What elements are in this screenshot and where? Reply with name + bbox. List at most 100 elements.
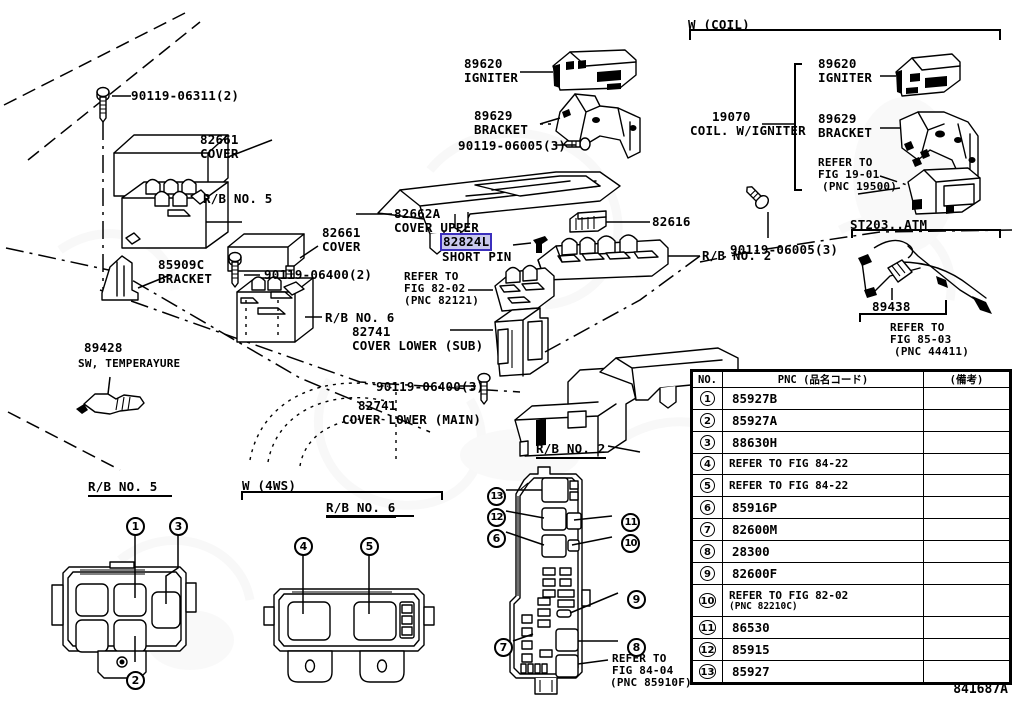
callout-12[interactable]: 12: [487, 508, 506, 527]
cell-pnc: 85927A: [722, 408, 924, 432]
cell-remark: [923, 496, 1010, 520]
label-89629-center-number: 89629: [474, 108, 513, 123]
label-refer-1901-line3: (PNC 19500): [822, 180, 898, 193]
header-no: NO.: [692, 371, 723, 388]
cell-pnc: REFER TO FIG 84-22: [722, 474, 924, 498]
label-82741-main-name: COVER LOWER (MAIN): [342, 412, 482, 427]
label-82661-cover-b-number: 82661: [322, 225, 361, 240]
callout-11[interactable]: 11: [621, 513, 640, 532]
callout-9[interactable]: 9: [627, 590, 646, 609]
table-row: 8 28300: [692, 539, 1010, 563]
bolt-90119-06005-3-center: [563, 137, 591, 151]
callout-2[interactable]: 2: [126, 671, 145, 690]
table-row: 11 86530: [692, 616, 1010, 640]
cell-remark: [923, 638, 1010, 662]
circled-number: 1: [700, 390, 715, 406]
label-bolt-90119-06005-3-right: 90119-06005(3): [730, 242, 839, 257]
label-85909c-name: BRACKET: [158, 271, 213, 286]
label-82662a-name: COVER UPPER: [394, 220, 479, 235]
cell-no: 6: [692, 496, 723, 520]
callout-6[interactable]: 6: [487, 529, 506, 548]
label-rb-no6: R/B NO. 6: [325, 310, 395, 325]
circled-number: 8: [700, 543, 715, 559]
callout-8[interactable]: 8: [627, 638, 646, 657]
circled-number: 4: [700, 456, 715, 472]
part-89620-igniter-right: [895, 53, 961, 97]
label-82824l-number-highlighted[interactable]: 82824L: [439, 233, 493, 251]
label-89428-number: 89428: [84, 340, 123, 355]
label-refer-8404-line3: (PNC 85910F): [610, 676, 692, 689]
part-89629-bracket-right: [899, 111, 979, 183]
part-rb-no2-cluster: [537, 234, 669, 281]
cell-remark: [923, 452, 1010, 476]
label-19070-name: COIL. W/IGNITER: [690, 123, 806, 138]
callout-7[interactable]: 7: [494, 638, 513, 657]
cell-pnc: 82600M: [722, 518, 924, 541]
cell-no: 2: [692, 408, 723, 432]
panel-rb-no6: [263, 588, 435, 683]
circled-number: 11: [698, 620, 717, 636]
cell-no: 3: [692, 430, 723, 454]
cell-pnc: REFER TO FIG 84-22: [722, 452, 924, 476]
cell-no: 5: [692, 474, 723, 498]
label-89620-right-name: IGNITER: [818, 70, 873, 85]
label-bolt-90119-06005-3-center: 90119-06005(3): [458, 138, 567, 153]
callout-4[interactable]: 4: [294, 537, 313, 556]
cell-remark: [923, 660, 1010, 683]
label-19070-number: 19070: [712, 109, 751, 124]
label-rb-no2-upper: R/B NO. 2: [702, 248, 772, 263]
label-bolt-90119-06400-3: 90119-06400(3): [376, 379, 485, 394]
label-89629-right-number: 89629: [818, 111, 857, 126]
bolt-90119-06400-2: [228, 251, 242, 288]
callout-1[interactable]: 1: [126, 517, 145, 536]
cell-no: 4: [692, 452, 723, 476]
callout-3[interactable]: 3: [169, 517, 188, 536]
callout-13[interactable]: 13: [487, 487, 506, 506]
label-rb-no5: R/B NO. 5: [203, 191, 273, 206]
table-row: 2 85927A: [692, 408, 1010, 432]
cell-pnc: 86530: [722, 616, 924, 640]
header-pnc: PNC (品名コード): [722, 371, 924, 388]
circled-number: 9: [700, 565, 715, 581]
callout-5[interactable]: 5: [360, 537, 379, 556]
label-89438: 89438: [872, 299, 911, 314]
cell-no: 7: [692, 518, 723, 541]
part-85909c-bracket: [101, 255, 139, 301]
label-82661-cover-b-name: COVER: [322, 239, 361, 254]
circled-number: 2: [700, 412, 715, 428]
label-bolt-90119-06400-2: 90119-06400(2): [264, 267, 373, 282]
label-rb5-panel-title: R/B NO. 5: [88, 480, 158, 497]
callout-10[interactable]: 10: [621, 534, 640, 553]
cell-remark: [923, 474, 1010, 498]
cell-pnc: 28300: [722, 539, 924, 563]
label-89620-right-number: 89620: [818, 56, 857, 71]
cell-remark: [923, 408, 1010, 432]
bolt-90119-06005-3-right: [746, 186, 769, 209]
label-82741-sub-number: 82741: [352, 324, 391, 339]
cell-remark: [923, 387, 1010, 410]
table-row: 4 REFER TO FIG 84-22: [692, 452, 1010, 476]
part-89629-bracket-center: [555, 93, 641, 159]
part-ignition-coil: [907, 167, 981, 215]
label-82824l-name: SHORT PIN: [442, 249, 512, 264]
cell-no: 12: [692, 638, 723, 662]
circled-number: 3: [700, 434, 715, 450]
figure-id: 841687A: [953, 682, 1008, 697]
label-refer-8503-line2: FIG 85-03: [890, 333, 952, 346]
cell-no: 10: [692, 583, 723, 618]
label-82616: 82616: [652, 214, 691, 229]
label-refer-8202-line3: (PNC 82121): [404, 294, 480, 307]
circled-number: 13: [698, 664, 717, 680]
label-82661-cover-a-name: COVER: [200, 146, 239, 161]
label-82741-main-number: 82741: [358, 398, 397, 413]
part-82824l-short-pin: [533, 236, 548, 253]
label-refer-8202-line1: REFER TO: [404, 270, 459, 283]
part-89428-temperature-switch: [76, 393, 145, 415]
cell-pnc: 85916P: [722, 496, 924, 520]
part-refer-8202-relay: [494, 264, 555, 312]
